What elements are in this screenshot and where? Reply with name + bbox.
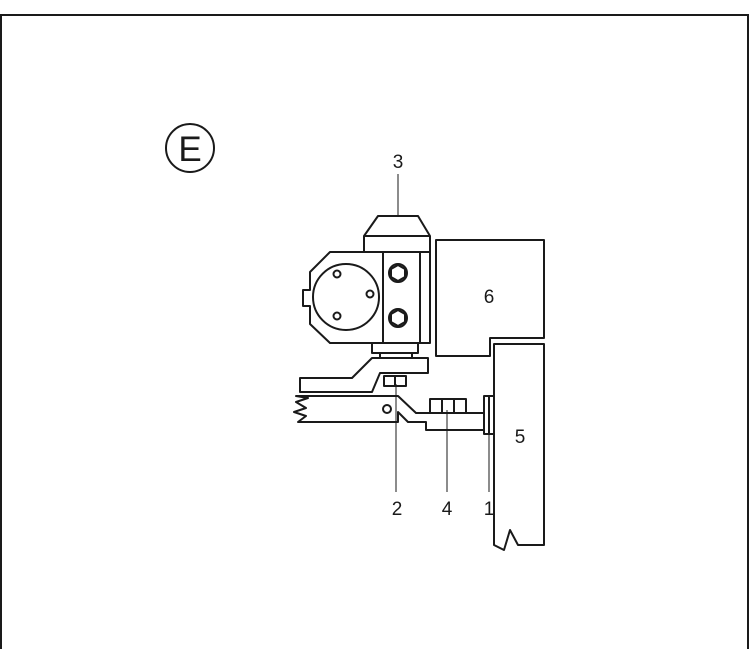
- page-frame: [0, 14, 749, 649]
- callout-6: 6: [484, 287, 495, 308]
- part-6-block: [435, 239, 545, 357]
- view-marker-label: E: [178, 130, 201, 169]
- callout-4: 4: [442, 499, 453, 520]
- callout-3: 3: [393, 152, 404, 173]
- part-3-cap: [363, 215, 431, 253]
- callouts: 3 6 5 2 4 1: [392, 152, 526, 520]
- upper-arm: [299, 357, 429, 393]
- view-marker: E: [165, 123, 215, 173]
- callout-1: 1: [484, 499, 495, 520]
- callout-2: 2: [392, 499, 403, 520]
- leader-lines: [395, 174, 490, 492]
- part-4-bolt: [429, 398, 467, 414]
- mechanism: [293, 215, 545, 551]
- motor-disc: [312, 263, 380, 331]
- callout-5: 5: [515, 427, 526, 448]
- part-5-post: [493, 343, 545, 551]
